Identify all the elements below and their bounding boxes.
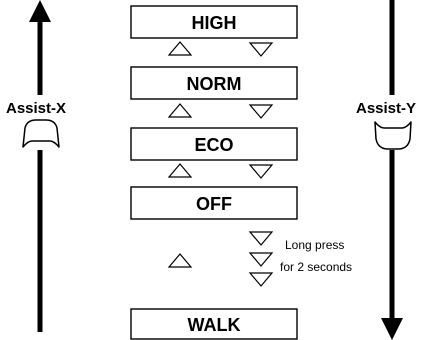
down-triangle-icon — [248, 104, 274, 119]
mode-box-high — [130, 5, 298, 39]
mode-walk: WALK — [130, 308, 298, 340]
down-triangle-icon — [248, 164, 274, 179]
button-x-icon[interactable] — [22, 119, 60, 148]
down-triangle-icon — [248, 272, 274, 287]
mode-norm: NORM — [130, 66, 298, 100]
up-triangle-icon — [167, 41, 193, 56]
down-triangle-icon — [248, 231, 274, 246]
mode-label-off: OFF — [196, 194, 232, 214]
down-triangle-icon — [248, 252, 274, 267]
long-press-note-line2: for 2 seconds — [280, 260, 352, 274]
assist-y-label: Assist-Y — [356, 100, 416, 117]
mode-label-high: HIGH — [192, 13, 237, 33]
assist-x-label: Assist-X — [6, 100, 66, 117]
mode-eco: ECO — [130, 127, 298, 161]
mode-box-eco — [130, 127, 298, 161]
mode-label-eco: ECO — [194, 135, 233, 155]
assist-y-down-arrow — [381, 0, 403, 340]
up-arrow-icon — [29, 0, 51, 22]
down-arrow-icon — [381, 318, 403, 340]
mode-box-norm — [130, 66, 298, 100]
long-press-note-line1: Long press — [285, 238, 344, 252]
up-triangle-icon — [167, 163, 193, 178]
button-y-icon[interactable] — [374, 121, 412, 150]
down-triangle-icon — [248, 42, 274, 57]
up-triangle-icon — [167, 103, 193, 118]
mode-label-norm: NORM — [187, 74, 242, 94]
mode-label-walk: WALK — [188, 315, 241, 335]
mode-box-off — [130, 186, 298, 220]
mode-off: OFF — [130, 186, 298, 220]
mode-high: HIGH — [130, 5, 298, 39]
assist-x-up-arrow — [29, 0, 51, 332]
up-triangle-icon — [167, 253, 193, 268]
mode-box-walk — [130, 308, 298, 340]
